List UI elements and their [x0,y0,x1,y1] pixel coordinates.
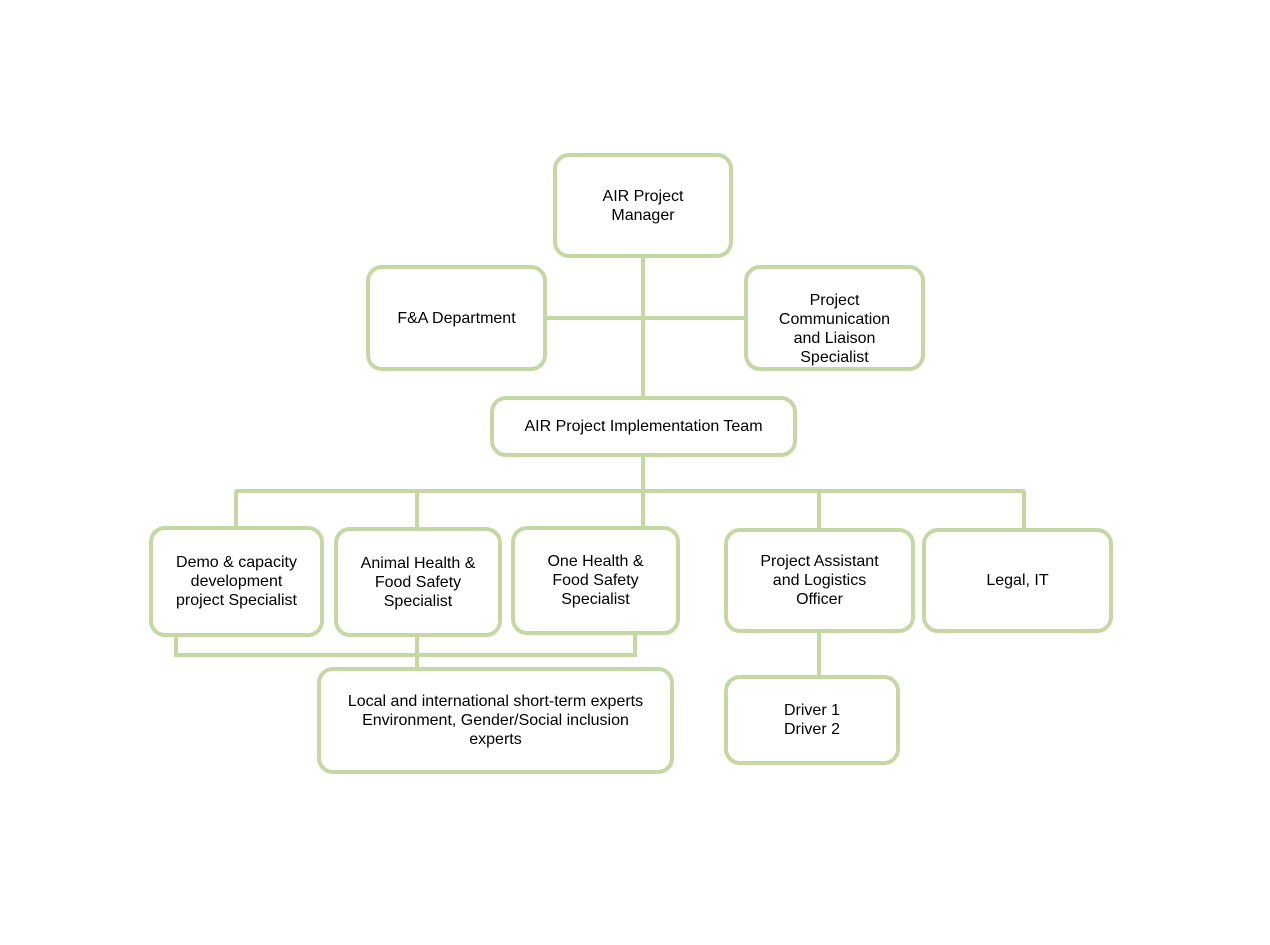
animal-health-box: Animal Health & Food Safety Specialist [334,527,502,637]
legal-it-box: Legal, IT [922,528,1113,633]
demo-capacity-box: Demo & capacity development project Spec… [149,526,324,637]
communication-box: Project Communication and Liaison Specia… [744,265,925,371]
drivers-box: Driver 1 Driver 2 [724,675,900,765]
one-health-label: One Health & Food Safety Specialist [547,553,644,608]
connector-specialists-bracket [174,635,637,657]
demo-capacity-label: Demo & capacity development project Spec… [176,554,297,609]
one-health-box: One Health & Food Safety Specialist [511,526,680,635]
drivers-label: Driver 1 Driver 2 [783,702,840,738]
manager-label: AIR Project Manager [602,187,684,224]
communication-label: Project Communication and Liaison Specia… [778,292,891,366]
implementation-team-label: AIR Project Implementation Team [524,418,763,435]
fa-department-box: F&A Department [366,265,547,371]
project-assistant-box: Project Assistant and Logistics Officer [724,528,915,633]
implementation-team-box: AIR Project Implementation Team [490,396,797,457]
fa-department-label: F&A Department [397,309,516,327]
experts-label: Local and international short-term exper… [347,693,644,748]
project-assistant-label: Project Assistant and Logistics Officer [760,553,879,608]
animal-health-label: Animal Health & Food Safety Specialist [360,554,476,610]
legal-it-label: Legal, IT [986,572,1049,589]
manager-box: AIR Project Manager [553,153,733,258]
experts-box: Local and international short-term exper… [317,667,674,774]
